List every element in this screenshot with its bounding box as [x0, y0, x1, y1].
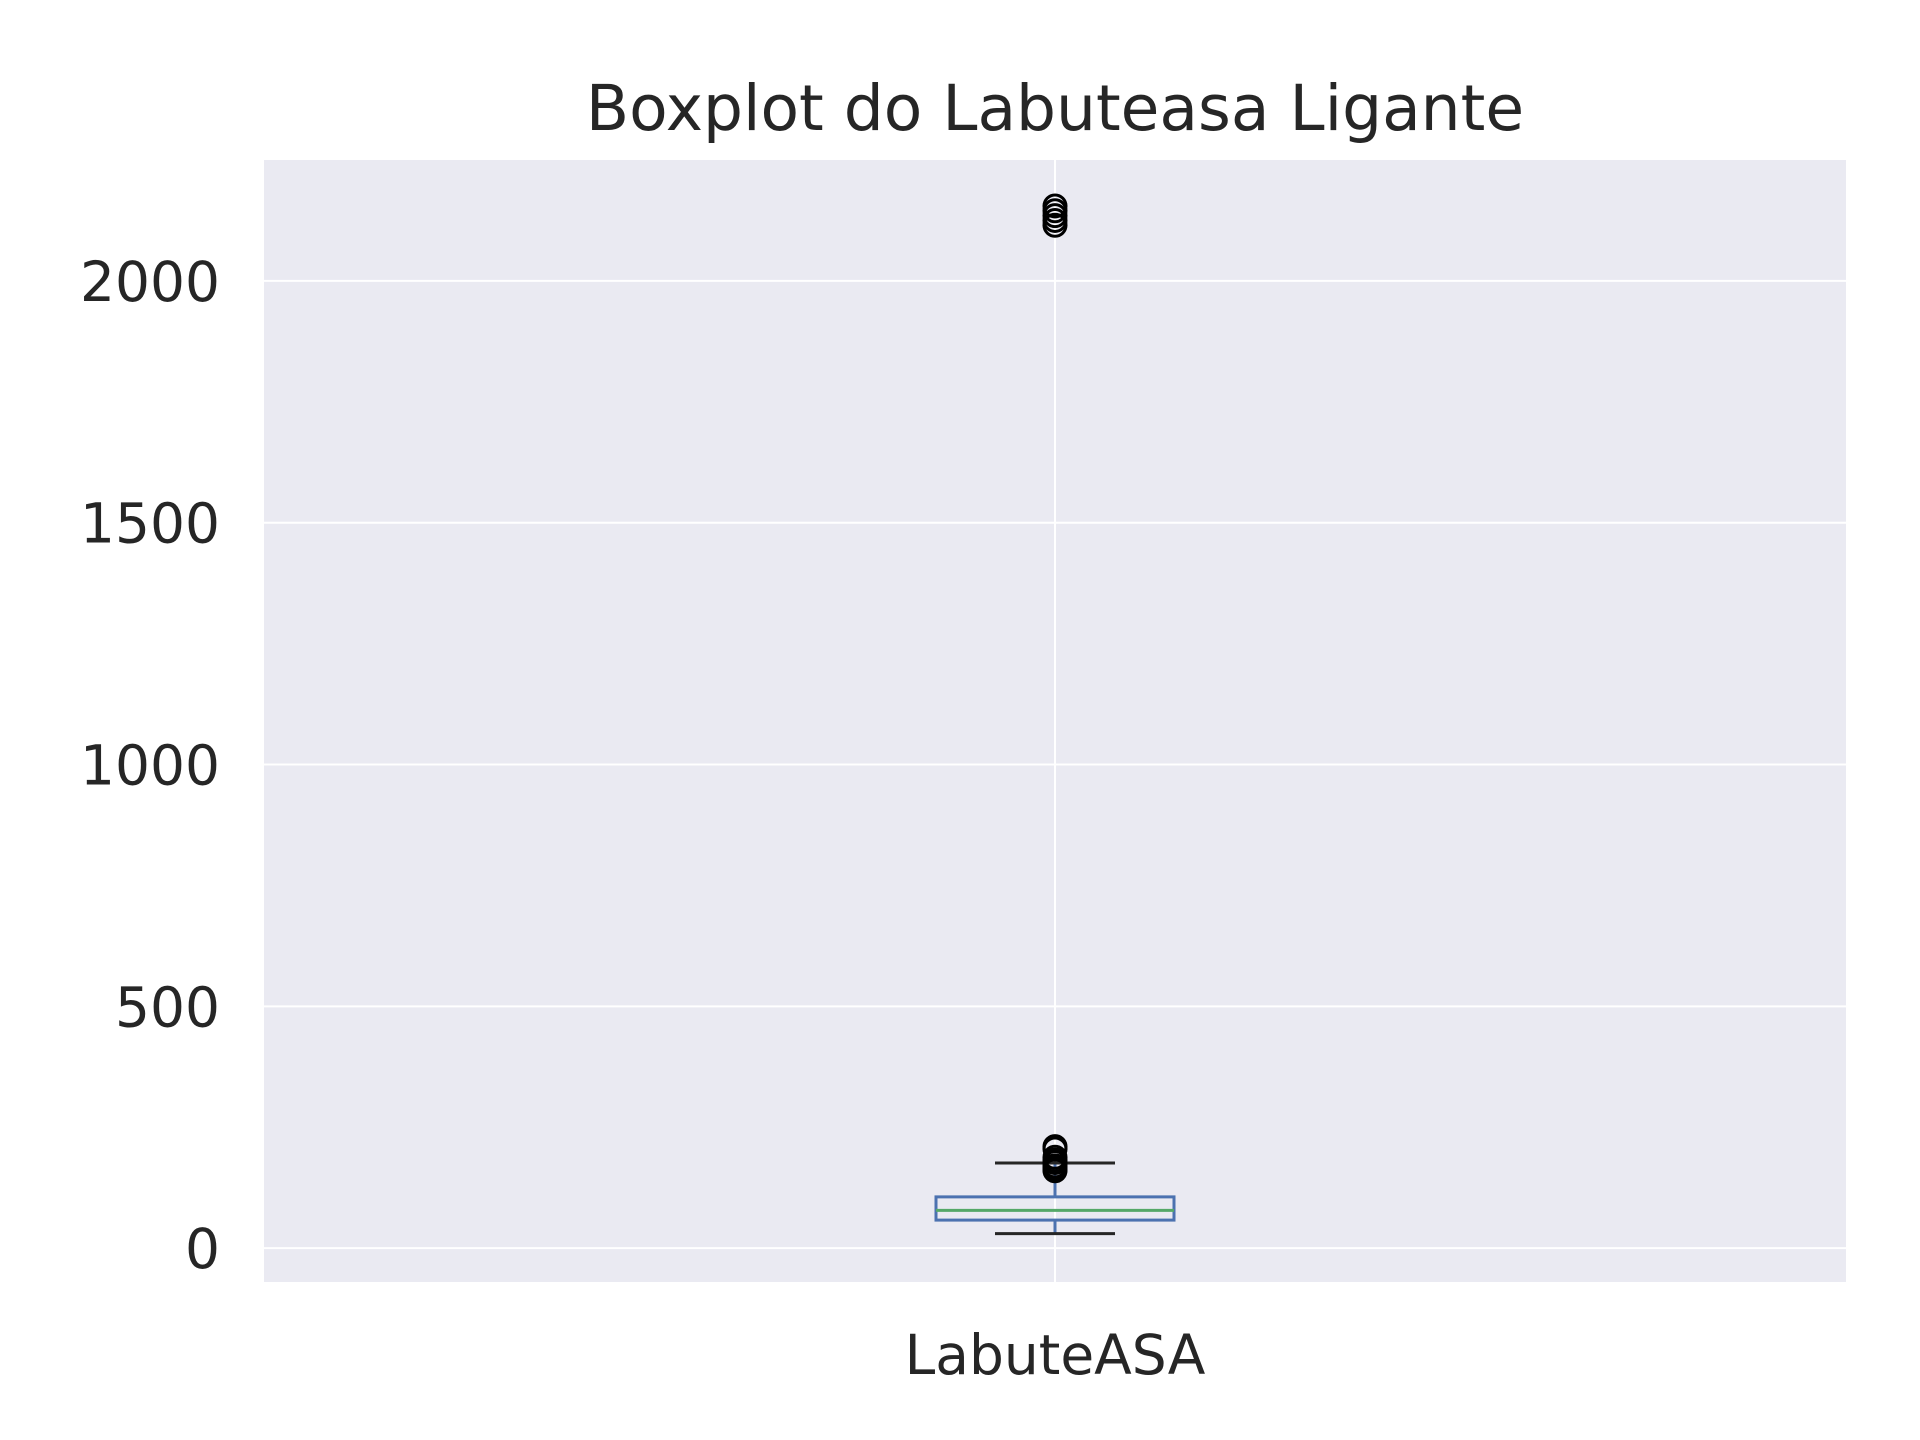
box-layer — [934, 193, 1176, 1236]
y-tick-label: 1500 — [80, 492, 220, 556]
y-tick-label: 1000 — [80, 734, 220, 798]
outlier-point — [1042, 1134, 1068, 1160]
plot-area — [264, 160, 1846, 1282]
y-tick-label: 2000 — [80, 250, 220, 314]
outlier-point — [1042, 193, 1068, 219]
grid-layer — [264, 160, 1846, 1282]
box-group — [934, 193, 1176, 1236]
x-axis: LabuteASA — [905, 1323, 1206, 1387]
x-tick-label: LabuteASA — [905, 1323, 1206, 1387]
chart-title: Boxplot do Labuteasa Ligante — [586, 72, 1524, 145]
outlier-point — [1042, 1144, 1068, 1170]
y-axis: 0 500 1000 1500 2000 — [80, 250, 220, 1281]
iqr-box — [934, 1195, 1176, 1222]
y-tick-label: 500 — [115, 975, 220, 1039]
y-tick-label: 0 — [185, 1217, 220, 1281]
